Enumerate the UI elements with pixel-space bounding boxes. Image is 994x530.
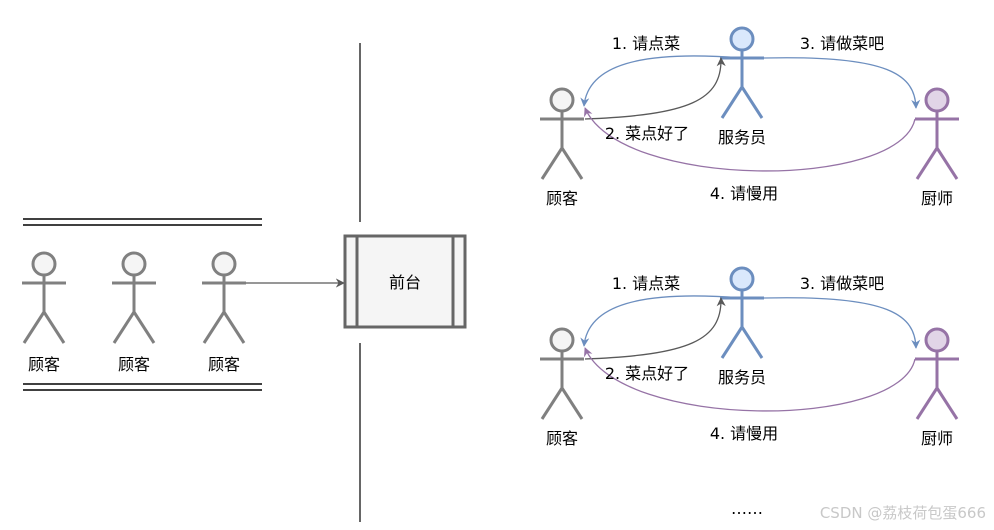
group-2-step4-label: 4. 请慢用: [710, 424, 778, 443]
queue-top-line: [23, 218, 262, 226]
group-2-arrow-order-done: [584, 297, 726, 360]
group-1-step4-label: 4. 请慢用: [710, 184, 778, 203]
queue-actor-3-icon: [202, 251, 246, 344]
group-1-arrow-order-request: [580, 55, 743, 107]
group-2-arrow-order-request: [580, 295, 743, 347]
group-1-customer-label: 顾客: [546, 189, 578, 208]
group-2-step1-label: 1. 请点菜: [612, 274, 680, 293]
group-1-step1-label: 1. 请点菜: [612, 34, 680, 53]
group-2-chef-icon: [915, 327, 959, 420]
queue-actor-3-label: 顾客: [208, 355, 240, 374]
group-2-waiter-label: 服务员: [718, 368, 766, 387]
queue-actor-1-label: 顾客: [28, 355, 60, 374]
group-2-customer-label: 顾客: [546, 429, 578, 448]
group-1-arrow-order-done: [584, 57, 726, 120]
group-2-arrow-cook-request: [763, 297, 921, 349]
queue-actor-1-icon: [22, 251, 66, 344]
group-1-arrow-serve: [584, 107, 916, 172]
group-2-step3-label: 3. 请做菜吧: [800, 274, 884, 293]
watermark-text: CSDN @荔枝荷包蛋666: [820, 504, 986, 522]
group-2-arrow-serve: [584, 347, 916, 412]
group-1-chef-label: 厨师: [921, 189, 953, 208]
group-2: 顾客 服务员 厨师 1. 请点菜 2. 菜点好了 3. 请做菜吧 4. 请慢用: [540, 266, 959, 448]
queue-bottom-line: [23, 383, 262, 391]
group-2-step2-label: 2. 菜点好了: [605, 364, 689, 383]
group-1-step2-label: 2. 菜点好了: [605, 124, 689, 143]
group-1-step3-label: 3. 请做菜吧: [800, 34, 884, 53]
group-2-customer-icon: [540, 327, 584, 420]
front-desk-box: [343, 234, 467, 329]
group-1-arrow-cook-request: [763, 57, 921, 109]
group-2-chef-label: 厨师: [921, 429, 953, 448]
ellipsis-label: ……: [731, 499, 763, 518]
front-desk-label: 前台: [389, 273, 421, 292]
queue-actor-2-label: 顾客: [118, 355, 150, 374]
group-1-waiter-icon: [720, 26, 764, 119]
group-1-waiter-label: 服务员: [718, 128, 766, 147]
group-2-waiter-icon: [720, 266, 764, 359]
group-1: 顾客 服务员 厨师 1. 请点菜 2. 菜点好了 3. 请做菜吧 4. 请慢用: [540, 26, 959, 208]
queue-actor-2-icon: [112, 251, 156, 344]
group-1-customer-icon: [540, 87, 584, 180]
group-1-chef-icon: [915, 87, 959, 180]
